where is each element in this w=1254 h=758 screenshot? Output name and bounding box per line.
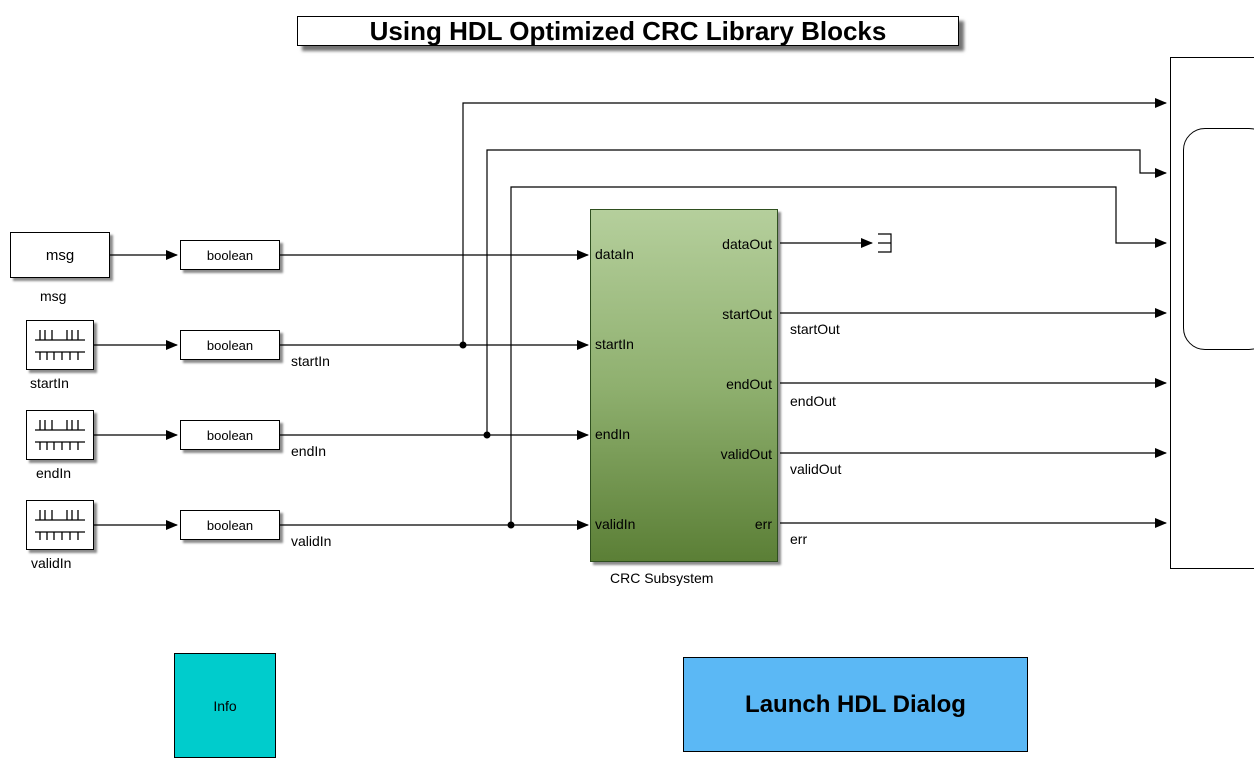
data-type-conversion-block[interactable]: boolean [180,420,280,450]
converter-label: boolean [206,337,254,353]
signal-label-endOut: endOut [790,393,836,409]
port-dataOut: dataOut [722,236,772,252]
startIn-source-block[interactable] [26,320,94,370]
branch-startIn-to-scope [462,98,1167,345]
branch-dot-endIn [483,431,491,439]
port-dataIn: dataIn [595,246,634,262]
port-endIn: endIn [595,426,631,442]
terminator-icon [878,233,892,253]
scope-screen-icon [1183,128,1254,350]
port-endOut: endOut [726,376,772,392]
branch-endIn-to-scope [486,149,1167,435]
info-button-label: Info [213,697,237,714]
branch-dot-startIn [459,341,467,349]
validIn-source-caption: validIn [31,555,72,571]
branch-validIn-to-scope [510,186,1167,525]
endIn-source-block[interactable] [26,410,94,460]
signal-builder-icon [35,420,85,450]
signal-label-err: err [790,531,808,547]
endIn-source-caption: endIn [36,465,72,481]
launch-button-label: Launch HDL Dialog [745,690,966,718]
subsystem-name: CRC Subsystem [610,570,714,586]
msg-source-caption: msg [40,288,67,304]
msg-source-block[interactable]: msg [10,232,110,278]
signal-label-startIn: startIn [291,353,330,369]
port-err: err [754,516,772,532]
signal-builder-icon [35,510,85,540]
launch-hdl-dialog-button[interactable]: Launch HDL Dialog [683,657,1028,752]
data-type-conversion-block[interactable]: boolean [180,330,280,360]
converter-label: boolean [206,427,254,443]
converter-label: boolean [206,517,254,533]
port-validOut: validOut [720,446,772,462]
scope-block[interactable] [1170,57,1254,569]
converter-label: boolean [206,247,254,263]
crc-subsystem-block[interactable]: dataIn startIn endIn validIn dataOut sta… [590,209,778,562]
signal-label-validIn: validIn [291,533,332,549]
info-button[interactable]: Info [174,653,276,758]
data-type-conversion-block[interactable]: boolean [180,510,280,540]
port-validIn: validIn [595,516,636,532]
signal-label-endIn: endIn [291,443,327,459]
signal-builder-icon [35,330,85,360]
msg-source-label: msg [45,246,75,264]
data-type-conversion-block[interactable]: boolean [180,240,280,270]
port-startOut: startOut [722,306,772,322]
startIn-source-caption: startIn [30,375,69,391]
signal-label-validOut: validOut [790,461,842,477]
diagram-title: Using HDL Optimized CRC Library Blocks [297,16,959,46]
branch-dot-validIn [507,521,515,529]
port-startIn: startIn [595,336,634,352]
signal-label-startOut: startOut [790,321,840,337]
validIn-source-block[interactable] [26,500,94,550]
